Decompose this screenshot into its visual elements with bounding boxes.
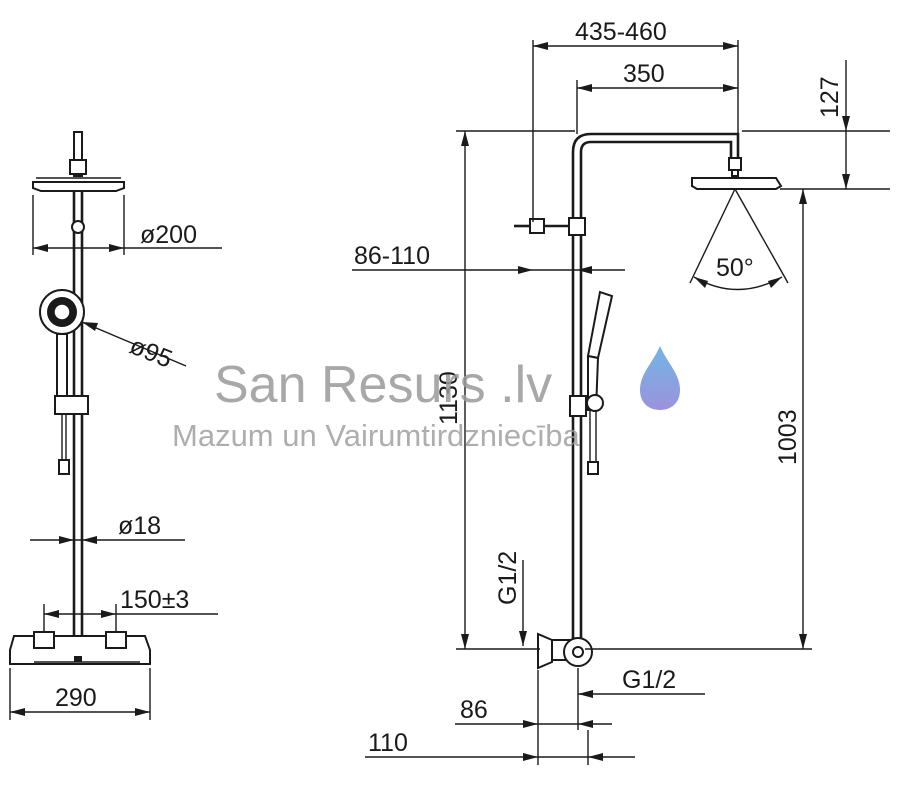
- dim-hand-shower-diameter: ø95: [126, 332, 176, 374]
- wall-bracket: [529, 218, 545, 234]
- dim-total-height: 1130: [435, 371, 463, 425]
- dim-mixer-width: 290: [55, 684, 97, 712]
- dim-shower-head-diameter: ø200: [140, 221, 197, 249]
- side-shower-head: [691, 177, 783, 190]
- water-drop-icon: [640, 346, 680, 410]
- side-view: 435-460 350 127 86-110 50° 1130: [352, 18, 890, 765]
- overhead-shower-head: [32, 181, 125, 192]
- dim-head-drop: 127: [816, 76, 844, 118]
- dim-connection-spacing: 150±3: [120, 586, 189, 614]
- shower-arm: [571, 132, 740, 160]
- dim-arm-length: 350: [623, 60, 665, 88]
- watermark: San Resurs .lv Mazum un Vairumtirdzniecī…: [172, 346, 680, 453]
- dim-arm-projection: 435-460: [575, 18, 667, 46]
- watermark-title: San Resurs .lv: [214, 356, 552, 414]
- pipe-clip: [71, 220, 85, 234]
- slide-bracket: [54, 395, 89, 415]
- dim-head-height: 1003: [774, 409, 802, 465]
- front-view: ø200 ø95 ø18 150±3 290: [9, 131, 222, 720]
- side-slider-knob: [586, 394, 604, 412]
- side-mixer: [537, 632, 553, 670]
- watermark-subtitle: Mazum un Vairumtirdzniecība: [172, 418, 581, 453]
- dim-eccentric-min: 86: [460, 696, 488, 724]
- side-hand-shower: [586, 290, 614, 360]
- dim-pipe-diameter: ø18: [118, 512, 161, 540]
- dim-inlet-thread: G1/2: [494, 551, 522, 605]
- dim-outlet-thread: G1/2: [622, 666, 676, 694]
- dim-eccentric-max: 110: [368, 729, 408, 757]
- dim-spray-angle: 50°: [716, 254, 754, 282]
- top-connector: [73, 131, 83, 177]
- dim-wall-distance: 86-110: [354, 242, 430, 270]
